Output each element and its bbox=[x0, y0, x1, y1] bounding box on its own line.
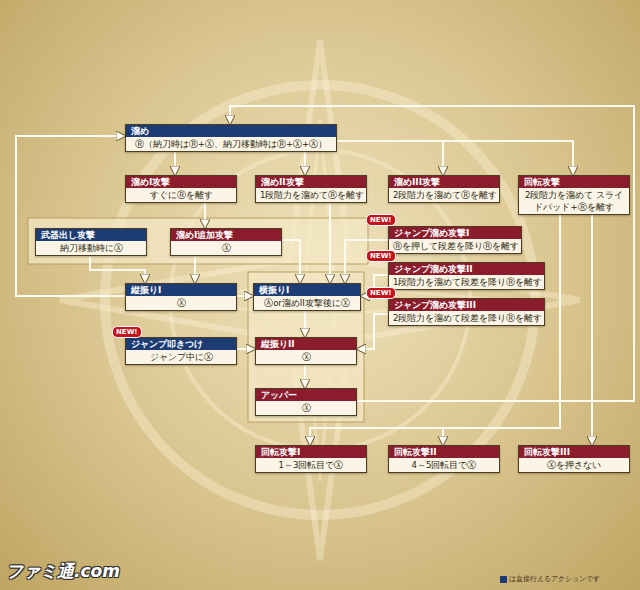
direct-action-box: 横振りIⒶor溜めII攻撃後にⓍ bbox=[253, 283, 361, 311]
action-name: ジャンプ溜め攻撃II bbox=[389, 263, 544, 275]
action-box: 回転攻撃2段階力を溜めて スライドパッド+Ⓡを離す bbox=[518, 175, 630, 215]
action-name: 溜めI攻撃 bbox=[126, 176, 236, 188]
action-name: 横振りI bbox=[254, 284, 360, 296]
flow-arrow bbox=[337, 141, 443, 175]
action-box: 回転攻撃I1～3回転目でⓍ bbox=[255, 445, 367, 473]
input-note: 2段階力を溜めてⓇを離す bbox=[389, 188, 499, 202]
group-panel bbox=[28, 218, 368, 264]
flow-arrow bbox=[194, 256, 196, 283]
flow-arrow bbox=[237, 295, 253, 297]
action-name: 回転攻撃II bbox=[389, 446, 499, 458]
input-note: 1段階力を溜めてⓇを離す bbox=[256, 188, 366, 202]
input-note: Ⓐor溜めII攻撃後にⓍ bbox=[254, 296, 360, 310]
action-name: 縦振りII bbox=[256, 338, 356, 350]
action-box: 縦振りIIⓍ bbox=[255, 337, 357, 365]
input-note: Ⓡを押して段差を降りⓇを離す bbox=[389, 239, 521, 253]
action-box: 溜めI攻撃すぐにⓇを離す bbox=[125, 175, 237, 203]
flow-arrow bbox=[204, 203, 206, 228]
input-note: 2段階力を溜めて スライドパッド+Ⓡを離す bbox=[519, 188, 629, 214]
emblem bbox=[60, 40, 580, 560]
input-note: Ⓧ bbox=[171, 241, 281, 255]
input-note: Ⓧ bbox=[256, 350, 356, 364]
action-name: 溜めII攻撃 bbox=[256, 176, 366, 188]
input-note: すぐにⓇを離す bbox=[126, 188, 236, 202]
action-name: 武器出し攻撃 bbox=[36, 229, 146, 241]
action-box: 溜めI追加攻撃Ⓧ bbox=[170, 228, 282, 256]
action-name: 回転攻撃III bbox=[519, 446, 629, 458]
new-badge: NEW! bbox=[112, 326, 142, 338]
action-box: 溜めII攻撃1段階力を溜めてⓇを離す bbox=[255, 175, 367, 203]
action-name: アッパー bbox=[256, 389, 356, 401]
flow-arrow bbox=[304, 365, 306, 388]
new-badge: NEW! bbox=[366, 250, 396, 262]
input-note: 納刀移動時にⓍ bbox=[36, 241, 146, 255]
new-badge: NEW! bbox=[366, 287, 396, 299]
action-name: 縦振りI bbox=[126, 284, 236, 296]
input-note: Ⓧを押さない bbox=[519, 458, 629, 472]
input-note: 1～3回転目でⓍ bbox=[256, 458, 366, 472]
input-note: Ⓧ bbox=[256, 401, 356, 415]
flow-arrow bbox=[357, 314, 388, 349]
flow-arrow bbox=[16, 136, 125, 296]
action-name: 溜めIII攻撃 bbox=[389, 176, 499, 188]
action-box: 溜めIII攻撃2段階力を溜めてⓇを離す bbox=[388, 175, 500, 203]
input-note: 2段階力を溜めて段差を降りⓇを離す bbox=[389, 311, 544, 325]
flow-arrow bbox=[174, 152, 176, 175]
flow-arrow bbox=[90, 256, 145, 283]
direct-action-box: 武器出し攻撃納刀移動時にⓍ bbox=[35, 228, 147, 256]
group-panel bbox=[248, 272, 364, 422]
input-note: Ⓡ（納刀時はⓇ+Ⓧ、納刀移動時はⓇ+Ⓧ+Ⓐ） bbox=[126, 137, 336, 151]
flow-arrow bbox=[304, 311, 306, 337]
flow-arrow bbox=[329, 203, 331, 283]
legend-swatch bbox=[500, 576, 507, 583]
action-name: 溜めI追加攻撃 bbox=[171, 229, 281, 241]
action-name: 回転攻撃 bbox=[519, 176, 629, 188]
action-name: ジャンプ溜め攻撃I bbox=[389, 227, 521, 239]
action-box: 回転攻撃II4～5回転目でⓍ bbox=[388, 445, 500, 473]
action-box: アッパーⓍ bbox=[255, 388, 357, 416]
legend-item: は直接行えるアクションです bbox=[500, 574, 600, 584]
watermark: ファミ通.com bbox=[6, 560, 120, 583]
direct-action-box: 溜めⓇ（納刀時はⓇ+Ⓧ、納刀移動時はⓇ+Ⓧ+Ⓐ） bbox=[125, 124, 337, 152]
action-box: ジャンプ溜め攻撃IⓇを押して段差を降りⓇを離す bbox=[388, 226, 522, 254]
input-note: 1段階力を溜めて段差を降りⓇを離す bbox=[389, 275, 544, 289]
flow-arrow bbox=[337, 141, 573, 175]
legend: は直接行えるアクションです bbox=[500, 574, 600, 584]
action-name: ジャンプ溜め攻撃III bbox=[389, 299, 544, 311]
input-note: ジャンプ中にⓍ bbox=[126, 350, 236, 364]
action-name: 溜め bbox=[126, 125, 336, 137]
action-name: ジャンプ叩きつけ bbox=[126, 338, 236, 350]
action-name: 回転攻撃I bbox=[256, 446, 366, 458]
legend-text: は直接行えるアクションです bbox=[509, 574, 600, 584]
action-box: ジャンプ溜め攻撃II1段階力を溜めて段差を降りⓇを離す bbox=[388, 262, 545, 290]
flow-arrow bbox=[591, 215, 593, 445]
input-note: 4～5回転目でⓍ bbox=[389, 458, 499, 472]
action-box: ジャンプ溜め攻撃III2段階力を溜めて段差を降りⓇを離す bbox=[388, 298, 545, 326]
action-box: 回転攻撃IIIⓍを押さない bbox=[518, 445, 630, 473]
flow-arrow bbox=[304, 152, 306, 175]
new-badge: NEW! bbox=[366, 214, 396, 226]
input-note: Ⓧ bbox=[126, 296, 236, 310]
flow-arrow bbox=[237, 348, 255, 350]
flow-arrow bbox=[282, 240, 300, 283]
direct-action-box: ジャンプ叩きつけジャンプ中にⓍ bbox=[125, 337, 237, 365]
direct-action-box: 縦振りIⓍ bbox=[125, 283, 237, 311]
